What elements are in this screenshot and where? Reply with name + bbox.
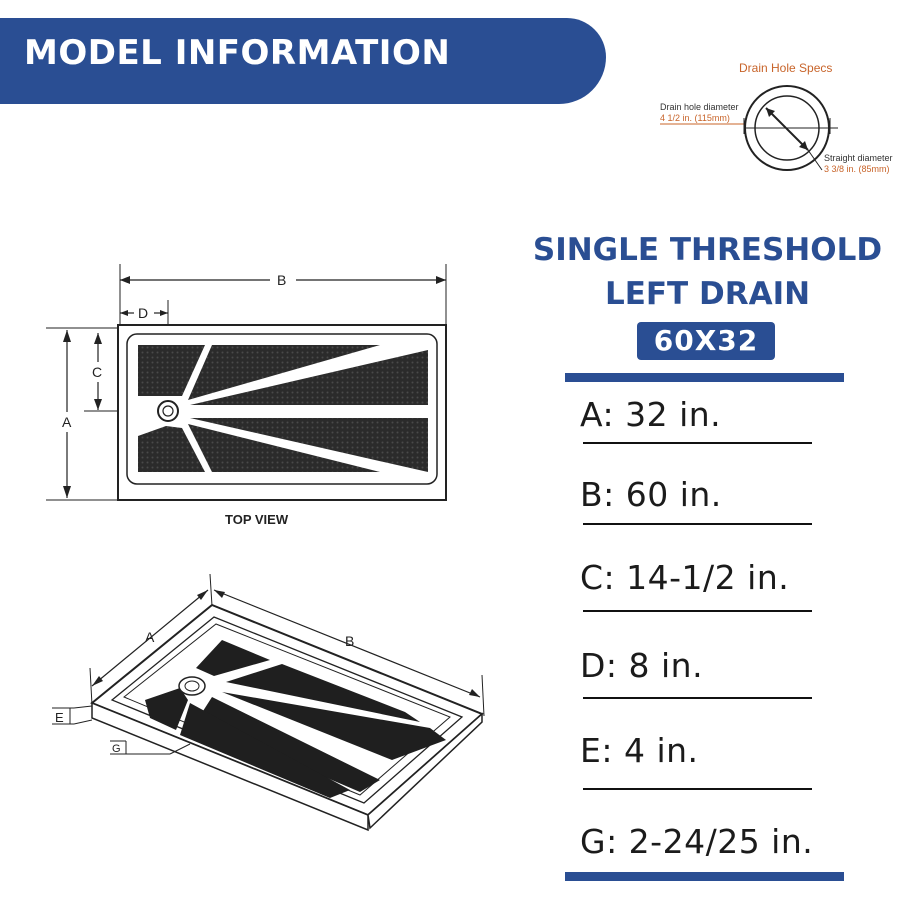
dimension-d: D: 8 in.	[580, 646, 704, 685]
dimension-divider	[583, 442, 812, 444]
dimension-a: A: 32 in.	[580, 395, 722, 434]
top-view-label-c: C	[92, 364, 102, 380]
dimension-divider	[583, 788, 812, 790]
top-view-label-a: A	[62, 414, 72, 430]
divider-top	[565, 373, 844, 382]
dimension-divider	[583, 697, 812, 699]
dimension-c: C: 14-1/2 in.	[580, 558, 790, 597]
iso-view-label-g: G	[112, 743, 121, 755]
product-line-2: LEFT DRAIN	[604, 276, 811, 312]
dimension-divider	[583, 523, 812, 525]
page-title: MODEL INFORMATION	[24, 33, 451, 73]
mat-panel	[138, 426, 205, 472]
drain-specs-title: Drain Hole Specs	[739, 61, 833, 75]
dimension-e: E: 4 in.	[580, 731, 699, 770]
straight-diameter-value: 3 3/8 in. (85mm)	[824, 164, 890, 174]
mat-panel	[180, 703, 350, 798]
dimension-b: B: 60 in.	[580, 475, 722, 514]
mat-panel	[196, 697, 380, 792]
mat-panel	[196, 640, 270, 676]
mat-panel	[188, 345, 380, 400]
dimension-g: G: 2-24/25 in.	[580, 822, 814, 861]
mat-panel	[145, 688, 188, 730]
mat-panel	[138, 345, 205, 396]
size-badge: 60X32	[637, 322, 775, 360]
product-line-1: SINGLE THRESHOLD	[532, 232, 883, 268]
header-banner	[0, 18, 606, 104]
mat-panel	[190, 418, 428, 472]
straight-diameter-label: Straight diameter	[824, 153, 893, 163]
mat-panel	[222, 692, 446, 760]
dimension-divider	[583, 610, 812, 612]
mat-panel	[190, 350, 428, 405]
iso-view-label-b: B	[345, 633, 354, 649]
mat-panel	[226, 664, 420, 722]
mat-panel	[188, 424, 380, 472]
drain-hole-diameter-value: 4 1/2 in. (115mm)	[660, 113, 730, 123]
top-view-label-d: D	[138, 305, 148, 321]
divider-bottom	[565, 872, 844, 881]
top-view-label-b: B	[277, 272, 286, 288]
drain-hole-diameter-label: Drain hole diameter	[660, 102, 739, 112]
top-view-caption: TOP VIEW	[225, 512, 289, 527]
iso-view-label-e: E	[55, 710, 64, 725]
iso-view-label-a: A	[145, 629, 155, 645]
